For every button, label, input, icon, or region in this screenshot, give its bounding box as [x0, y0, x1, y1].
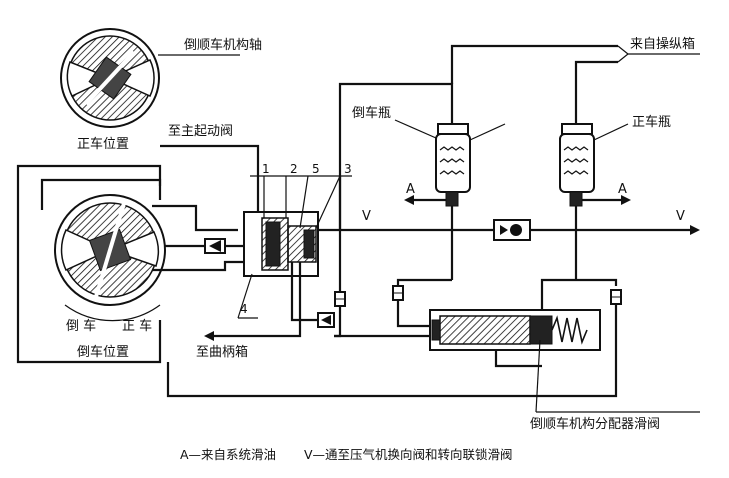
reverse-bottle-label: 倒车瓶: [352, 105, 391, 121]
shaft-disc-reverse: [54, 194, 166, 306]
port-a-left-label: A: [406, 182, 415, 197]
legend-v: V—通至压气机换向阀和转向联锁滑阀: [304, 447, 513, 462]
control-box-line-2: [574, 60, 618, 124]
part-number-2: 2: [290, 162, 298, 176]
pilot-valve: [243, 211, 319, 277]
pipe-outer-loop: [16, 164, 162, 364]
to-crankcase-label: 至曲柄箱: [196, 344, 248, 360]
part-number-5: 5: [312, 162, 320, 176]
pipe-inner-loop: [40, 178, 162, 210]
distributor-slide-valve-label: 倒顺车机构分配器滑阀: [530, 416, 660, 432]
part-number-4: 4: [240, 302, 248, 316]
small-valve-right: [610, 289, 622, 305]
ahead-bottle: [559, 123, 595, 207]
arc-ahead-label: 正 车: [122, 318, 152, 334]
reverse-bottle: [435, 123, 471, 207]
port-v-right-label: V: [676, 209, 685, 224]
distributor-slide-valve: [429, 309, 601, 351]
shuttle-valve: [493, 219, 531, 241]
arc-reverse-label: 倒 车: [66, 318, 96, 334]
port-a-right-label: A: [618, 182, 627, 197]
from-control-box-label: 来自操纵箱: [630, 36, 695, 52]
part-number-1: 1: [262, 162, 270, 176]
legend-a: A—来自系统滑油: [180, 447, 276, 462]
small-valve-mid: [334, 291, 346, 307]
check-valve-left: [204, 238, 226, 254]
small-valve-left: [392, 285, 404, 301]
reverse-position-label: 倒车位置: [77, 344, 129, 360]
control-box-line-1: [450, 44, 618, 84]
shaft-label: 倒顺车机构轴: [184, 37, 262, 53]
ahead-bottle-label: 正车瓶: [632, 114, 671, 130]
ahead-position-label: 正车位置: [77, 136, 129, 152]
to-main-start-valve-label: 至主起动阀: [168, 124, 233, 139]
port-v-left-label: V: [362, 209, 371, 224]
check-valve-bottom: [317, 312, 335, 328]
shaft-disc-ahead: [60, 28, 160, 128]
part-number-3: 3: [344, 162, 352, 176]
